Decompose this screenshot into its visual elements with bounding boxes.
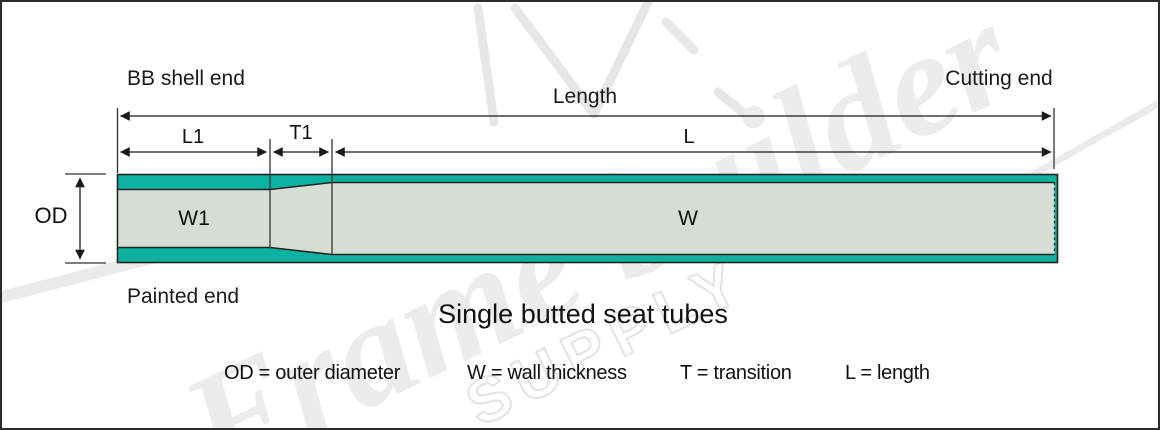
tube-bore-outline [118, 181, 1055, 256]
figure-title: Single butted seat tubes [438, 299, 728, 329]
legend-od: OD = outer diameter [224, 362, 401, 384]
cutting-end-label: Cutting end [945, 67, 1053, 90]
od-label: OD [34, 203, 68, 228]
legend-t: T = transition [680, 362, 792, 384]
dim-t1-label: T1 [289, 122, 313, 144]
legend-w: W = wall thickness [467, 362, 627, 384]
dim-l1-label: L1 [181, 126, 205, 148]
painted-end-label: Painted end [127, 285, 240, 308]
w-label: W [678, 207, 698, 230]
w1-label: W1 [178, 207, 210, 230]
legend-l: L = length [845, 362, 930, 384]
tube-bore [118, 182, 1055, 255]
dim-l-label: L [683, 126, 695, 148]
length-label: Length [552, 85, 618, 108]
bb-shell-end-label: BB shell end [127, 67, 245, 90]
